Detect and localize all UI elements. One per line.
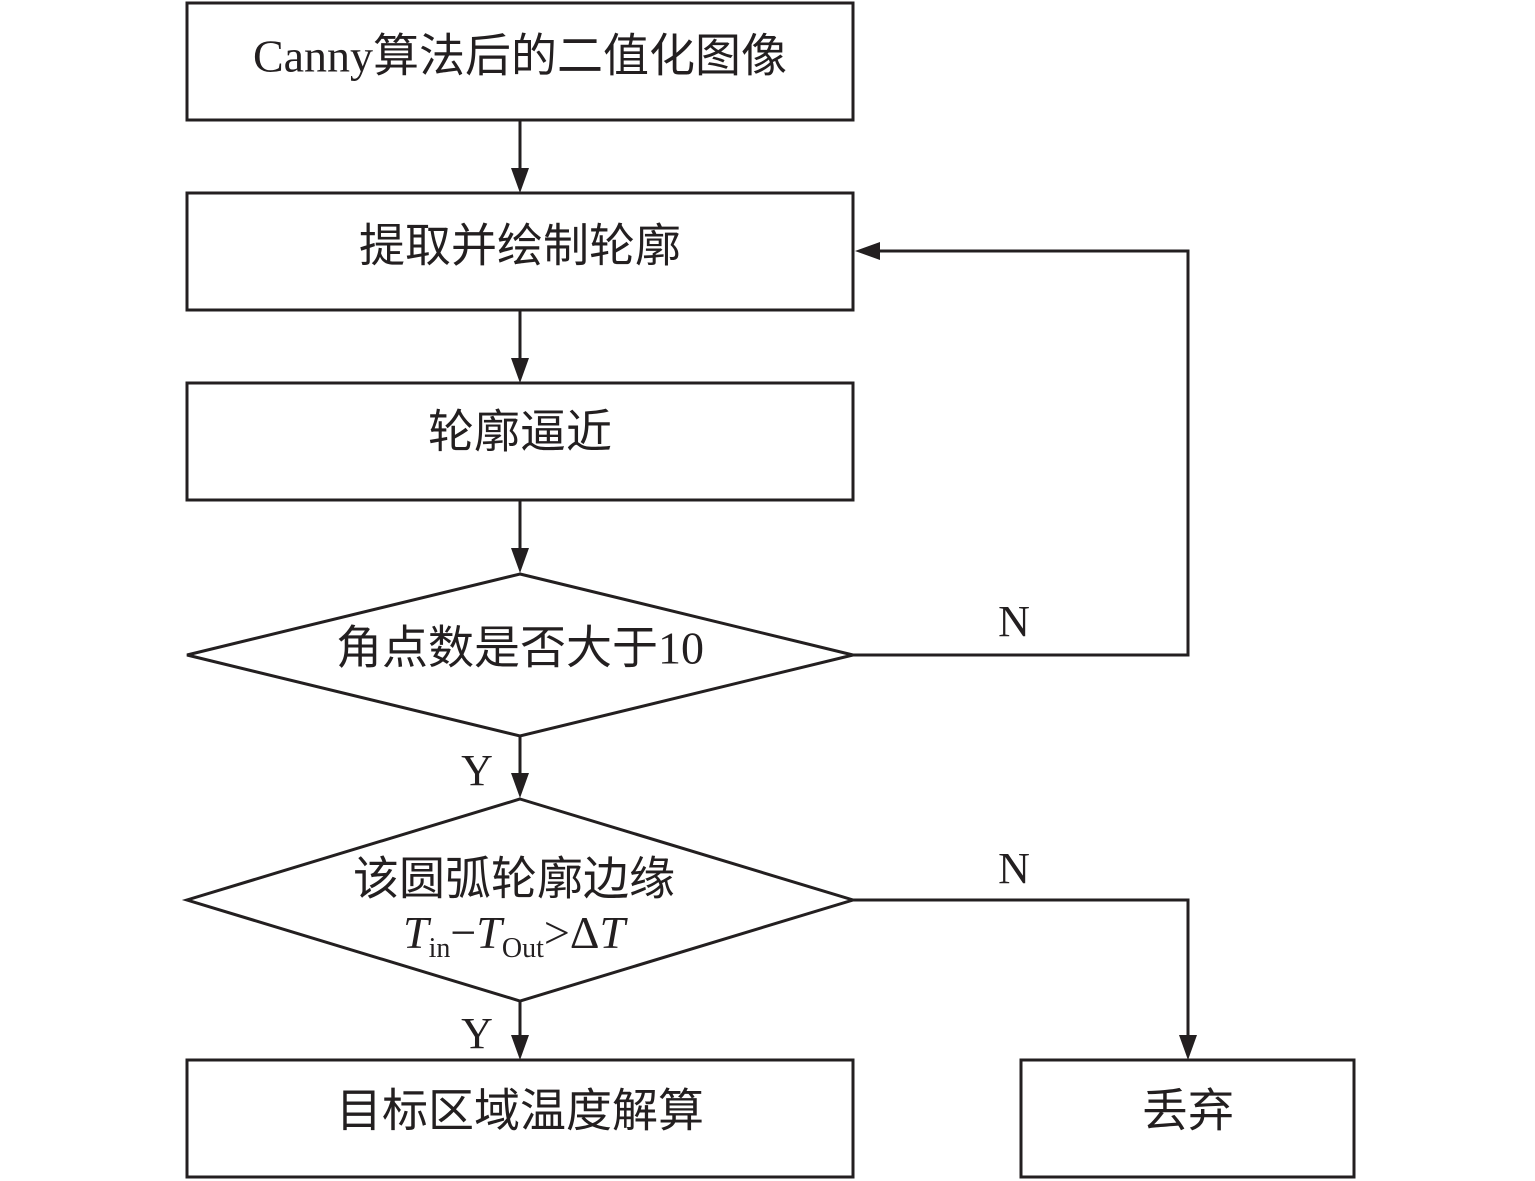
edge-corner-no-loop: [853, 249, 1190, 657]
decision-corner-count: 角点数是否大于10: [186, 572, 854, 738]
box-temperature-solve: 目标区域温度解算: [185, 1058, 855, 1179]
decision-arc-edge-label: 该圆弧轮廓边缘: [353, 854, 675, 905]
arrowhead-approx: [511, 358, 529, 383]
box-discard: 丢弃: [1019, 1058, 1356, 1179]
arrowhead-extract: [511, 168, 529, 193]
arrowhead-corner: [511, 548, 529, 573]
arrowhead-discard: [1179, 1035, 1197, 1060]
box-discard-label: 丢弃: [1142, 1086, 1234, 1137]
box-extract-contour: 提取并绘制轮廓: [185, 191, 855, 312]
box-contour-approx: 轮廓逼近: [185, 381, 855, 502]
box-extract-contour-label: 提取并绘制轮廓: [359, 221, 681, 272]
edge-label-arc-no: N: [998, 844, 1030, 893]
arrowhead-arc: [511, 773, 529, 798]
decision-arc-edge: 该圆弧轮廓边缘 Tin−TOut>ΔT: [181, 797, 859, 1003]
box-binary-image: Canny算法后的二值化图像: [185, 1, 855, 122]
arrowhead-temp: [511, 1035, 529, 1060]
decision-corner-count-label: 角点数是否大于10: [336, 623, 704, 674]
connectors: [511, 120, 1197, 1060]
edge-arc-no-discard: [853, 898, 1190, 1042]
box-binary-image-label: Canny算法后的二值化图像: [253, 31, 787, 82]
box-contour-approx-label: 轮廓逼近: [428, 407, 612, 458]
arrowhead-loop-back: [855, 242, 880, 260]
decision-arc-edge-formula: Tin−TOut>ΔT: [403, 907, 628, 964]
edge-label-arc-yes: Y: [461, 1009, 493, 1058]
edge-label-corner-yes: Y: [461, 746, 493, 795]
box-temperature-solve-label: 目标区域温度解算: [336, 1086, 704, 1137]
edge-label-corner-no: N: [998, 597, 1030, 646]
